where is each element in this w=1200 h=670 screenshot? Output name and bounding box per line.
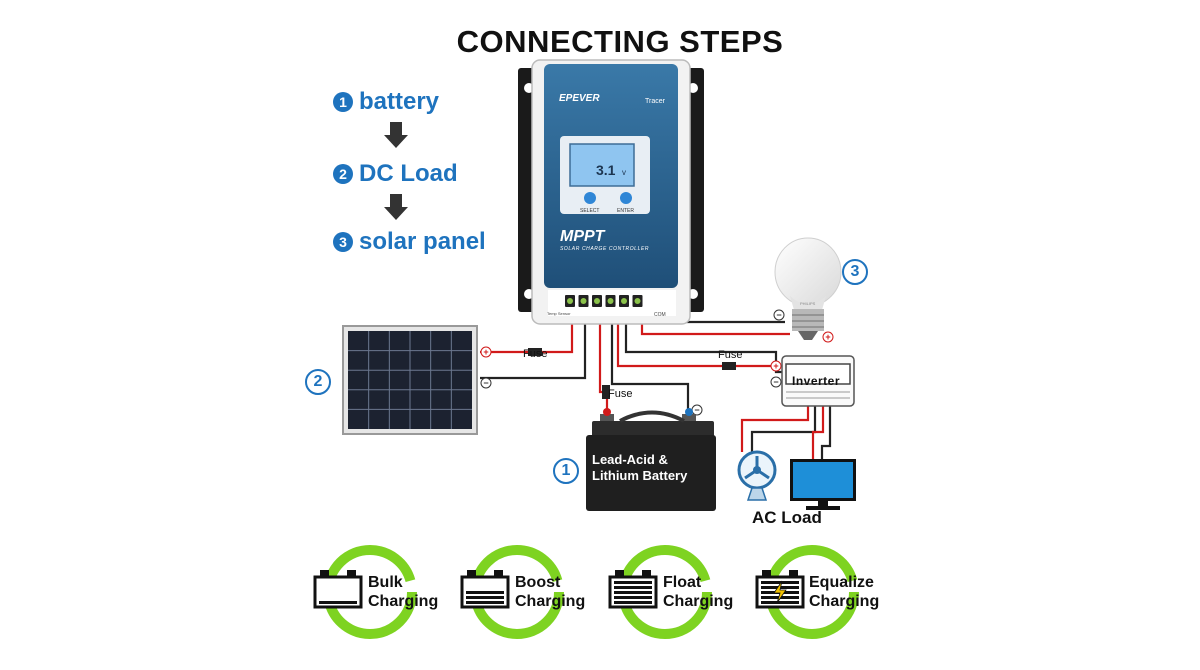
fuse-icon (602, 385, 610, 399)
fuse-icon (528, 348, 542, 356)
svg-text:+: + (773, 361, 778, 371)
battery (586, 408, 716, 511)
page-title: CONNECTING STEPS (456, 24, 784, 59)
panel-positive-wire (480, 318, 574, 354)
battery-empty-icon (313, 545, 417, 639)
inverter-negative-wire (624, 318, 782, 374)
polarity-markers: + − − + + − − (480, 309, 834, 416)
battery-negative-wire (610, 318, 690, 420)
step-label: DC Load (359, 160, 458, 187)
inverter-label: Inverter (792, 374, 841, 388)
battery-filling-icon (460, 545, 564, 639)
solar-panel (342, 325, 478, 435)
light-bulb (774, 237, 842, 340)
step-battery: 1 battery (333, 88, 439, 116)
fan-icon (737, 450, 777, 501)
select-button: SELECT (580, 208, 600, 214)
battery-label: Lead-Acid & Lithium Battery (592, 452, 687, 484)
temp-sensor-label: Temp Sensor (547, 311, 571, 316)
product-name: MPPT (560, 228, 605, 245)
controller-brand: EPEVER (559, 93, 600, 104)
battery-full-icon (608, 545, 712, 639)
step-solar-panel: 3 solar panel (333, 228, 486, 256)
mode-float: Float Charging (663, 574, 734, 610)
step-number: 2 (333, 164, 353, 184)
product-subtitle: SOLAR CHARGE CONTROLLER (560, 246, 650, 252)
down-arrow-icon (384, 122, 408, 148)
callout-bulb: 3 (842, 259, 868, 285)
bulb-brand: PHILIPS (800, 301, 816, 306)
step-dc-load: 2 DC Load (333, 160, 458, 188)
step-number: 3 (333, 232, 353, 252)
mode-boost: Boost Charging (515, 574, 586, 610)
down-arrow-icon (384, 194, 408, 220)
step-label: battery (359, 88, 440, 115)
callout-battery: 1 (553, 458, 579, 484)
svg-text:−: − (776, 310, 781, 320)
battery-positive-wire (598, 318, 609, 420)
fuse-label-load: Fuse (718, 349, 743, 361)
battery-bolt-icon (755, 545, 859, 639)
step-number: 1 (333, 92, 353, 112)
panel-negative-wire (480, 318, 587, 380)
mode-equalize: Equalize Charging (809, 574, 880, 610)
svg-text:+: + (825, 332, 830, 342)
display-value: 3.1 (596, 162, 616, 178)
svg-text:−: − (773, 377, 778, 387)
ac-load-label: AC Load (752, 508, 822, 527)
mode-bulk: Bulk Charging (368, 574, 439, 610)
display-unit: v (622, 168, 626, 177)
controller-model: Tracer (645, 98, 665, 105)
fuse-label-panel: Fuse (523, 348, 548, 360)
step-label: solar panel (359, 228, 486, 255)
fuse-icon (722, 362, 736, 370)
fuse-label-battery: Fuse (608, 388, 633, 400)
battery-label-line2: Lithium Battery (592, 468, 688, 483)
svg-text:+: + (483, 347, 488, 357)
callout-solar-panel: 2 (305, 369, 331, 395)
battery-label-line1: Lead-Acid & (592, 452, 668, 467)
charge-controller (518, 59, 704, 325)
enter-button: ENTER (617, 208, 634, 214)
com-label: COM (654, 312, 666, 318)
svg-text:−: − (694, 405, 699, 415)
monitor-icon (790, 459, 856, 510)
svg-text:−: − (483, 378, 488, 388)
inverter (781, 355, 855, 407)
